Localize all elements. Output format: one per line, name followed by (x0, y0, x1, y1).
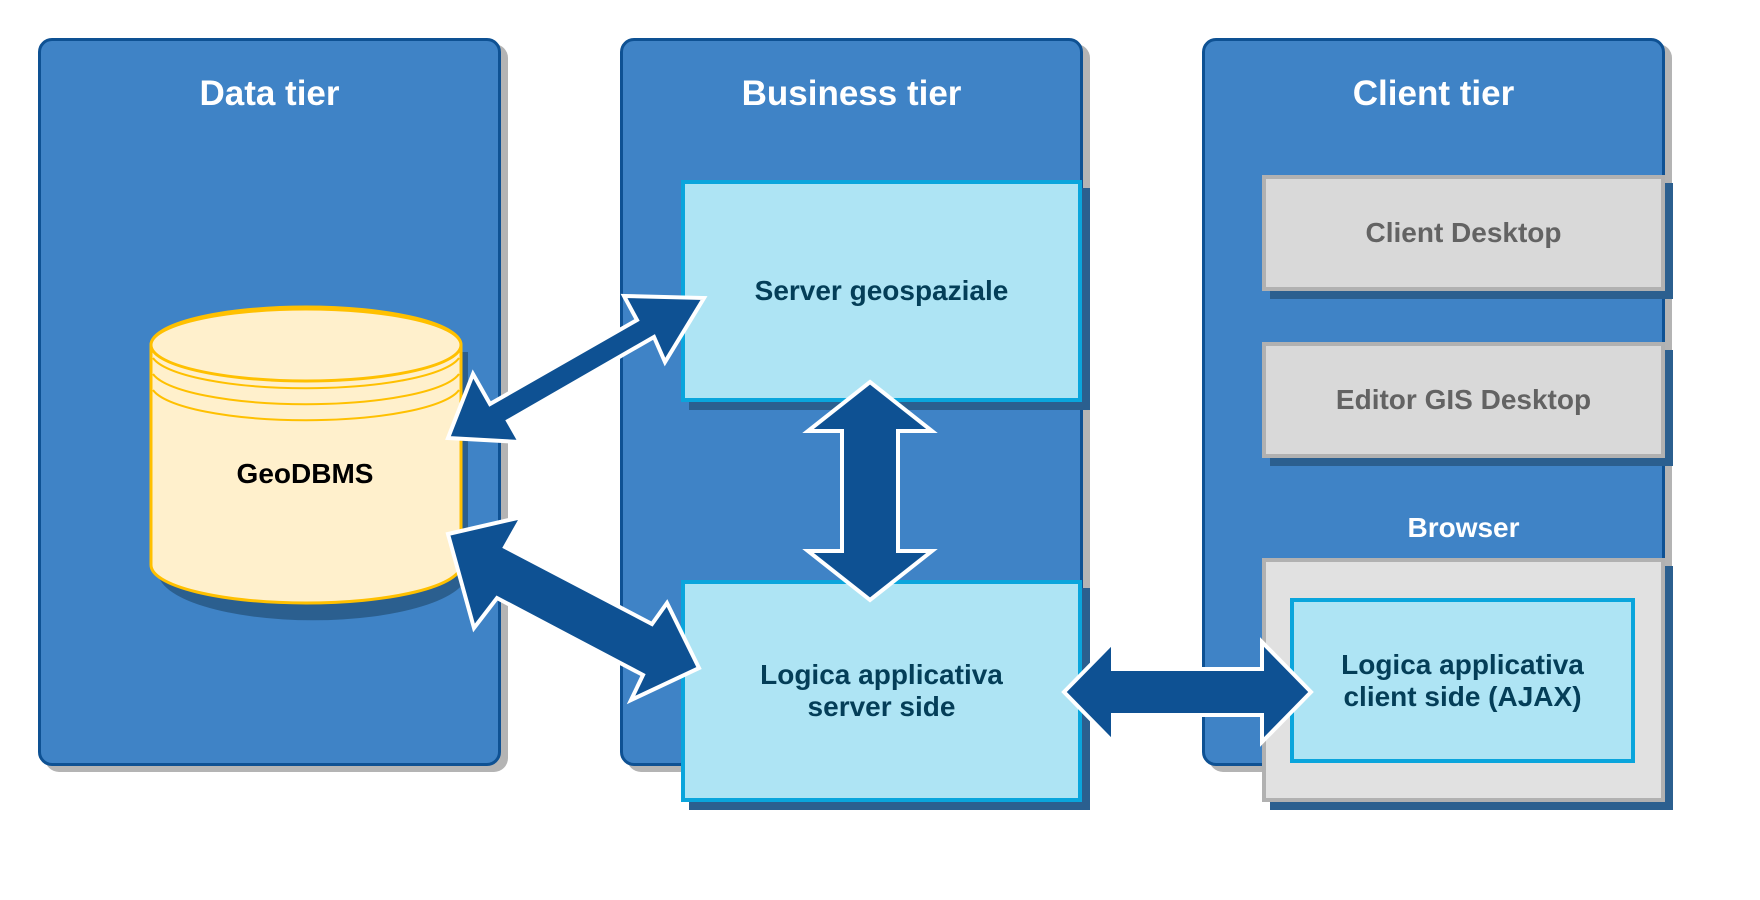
server-geospaziale-box: Server geospaziale (681, 180, 1082, 402)
client-logic-line1: Logica applicativa (1341, 648, 1584, 680)
arrow-db-logic-icon (445, 514, 702, 705)
browser-label: Browser (1407, 512, 1520, 543)
client-logic-box: Logica applicativa client side (AJAX) (1290, 598, 1635, 763)
business-tier-title: Business tier (741, 74, 962, 113)
data-tier-title: Data tier (199, 74, 340, 113)
geodbms-label: GeoDBMS (236, 458, 374, 489)
server-logic-line1: Logica applicativa (760, 659, 1003, 690)
server-logic-line2: server side (807, 691, 956, 722)
data-tier-panel: Data tier (38, 38, 501, 766)
editor-gis-desktop-box: Editor GIS Desktop (1262, 342, 1665, 458)
client-logic-line2: client side (AJAX) (1343, 680, 1582, 712)
client-tier-title: Client tier (1352, 74, 1515, 113)
editor-gis-desktop-label: Editor GIS Desktop (1335, 384, 1592, 415)
arrow-server-client-icon (1061, 637, 1314, 747)
arrow-db-server-icon (445, 293, 708, 445)
server-logic-box: Logica applicativa server side (681, 580, 1082, 802)
arrow-server-logic-icon (802, 379, 938, 603)
client-desktop-label: Client Desktop (1365, 217, 1562, 248)
client-desktop-box: Client Desktop (1262, 175, 1665, 291)
server-geospaziale-label: Server geospaziale (754, 275, 1009, 306)
